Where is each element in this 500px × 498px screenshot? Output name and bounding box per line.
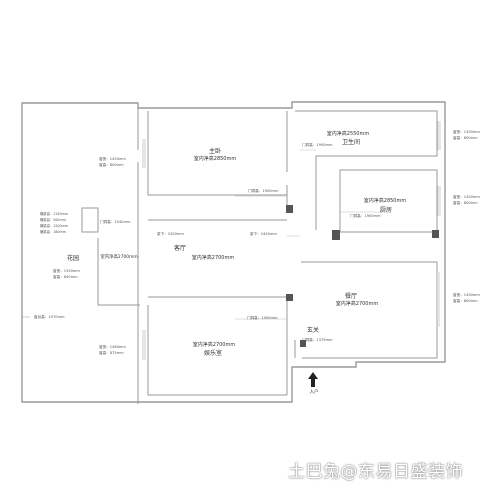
dim-garden-window-height: 窗高：840mm bbox=[53, 275, 78, 279]
dim-garden-door: 门洞高：2540mm bbox=[100, 220, 131, 224]
entrance-arrow-icon bbox=[308, 372, 318, 387]
dim-garden-beam-2: 横梁高：500mm bbox=[40, 218, 66, 222]
room-master-bedroom-name: 主卧 bbox=[208, 148, 222, 155]
watermark: 土巴兔@东易日盛装饰 bbox=[288, 462, 463, 482]
room-dining-area: 室内净高2700mm bbox=[335, 301, 379, 307]
dim-kitchen-window-height: 窗高：800mm bbox=[453, 201, 478, 205]
dim-master-window-height: 窗高：800mm bbox=[99, 163, 124, 167]
dim-garden-beam-4: 横梁高：180mm bbox=[40, 230, 66, 234]
room-garden-name: 花园 bbox=[66, 255, 80, 262]
dim-garden-window-width: 窗宽：1550mm bbox=[53, 269, 80, 273]
dim-study-window-height: 窗高：875mm bbox=[99, 351, 124, 355]
room-living-area: 室内净高2700mm bbox=[191, 255, 235, 261]
structural-columns bbox=[286, 205, 439, 347]
wall-master-bedroom bbox=[147, 111, 287, 196]
dim-entry-door: 门洞高：1375mm bbox=[302, 338, 333, 342]
garden-corridor bbox=[97, 238, 140, 306]
room-study-name: 娱乐室 bbox=[203, 350, 223, 357]
outer-wall bbox=[21, 101, 446, 403]
dim-bathroom-window-height: 窗高：800mm bbox=[453, 136, 478, 140]
dim-master-window-width: 窗宽：1450mm bbox=[99, 157, 126, 161]
dim-beam-right: 梁下：2450mm bbox=[250, 232, 277, 236]
dim-beam-left: 梁下：2450mm bbox=[157, 232, 184, 236]
room-bathroom-area: 室内净高2550mm bbox=[326, 131, 370, 137]
entrance-label: 入户 bbox=[309, 390, 319, 395]
windows bbox=[22, 121, 441, 360]
room-bathroom-name: 卫生间 bbox=[341, 139, 361, 146]
dim-sill-height: 窗台高：1970mm bbox=[34, 315, 65, 319]
wall-living-left bbox=[148, 219, 287, 298]
room-study-area: 室内净高2700mm bbox=[192, 342, 236, 348]
dim-garden-beam-3: 横梁高：1200mm bbox=[40, 224, 69, 228]
dim-dining-window-width: 窗宽：1450mm bbox=[453, 293, 480, 297]
room-kitchen-name: 厨房 bbox=[379, 207, 393, 214]
dim-bathroom-window-width: 窗宽：1450mm bbox=[453, 130, 480, 134]
dim-study-door: 门洞高：1900mm bbox=[247, 316, 278, 320]
wall-study bbox=[147, 305, 287, 396]
dim-bathroom-door: 门洞高：1900mm bbox=[302, 143, 333, 147]
wall-dining bbox=[301, 261, 438, 359]
dim-dining-window-height: 窗高：800mm bbox=[453, 299, 478, 303]
room-dining-name: 餐厅 bbox=[344, 293, 358, 300]
dim-kitchen-window-width: 窗宽：1450mm bbox=[453, 195, 480, 199]
room-garden-height: 室内净高2700mm bbox=[100, 255, 138, 260]
garden-bay bbox=[81, 207, 99, 233]
dim-garden-beam-1: 横梁高：1150mm bbox=[40, 212, 69, 216]
room-kitchen-area: 室内净高2850mm bbox=[363, 198, 407, 204]
dim-master-door: 门洞高：1900mm bbox=[248, 189, 279, 193]
dim-study-window-width: 窗宽：1460mm bbox=[99, 345, 126, 349]
dim-kitchen-door: 门洞高：1900mm bbox=[350, 214, 381, 218]
room-living-name: 客厅 bbox=[173, 245, 187, 252]
room-entry-name: 玄关 bbox=[306, 327, 320, 334]
room-master-bedroom-area: 室内净高2850mm bbox=[193, 156, 237, 162]
wall-bathroom bbox=[295, 110, 438, 230]
